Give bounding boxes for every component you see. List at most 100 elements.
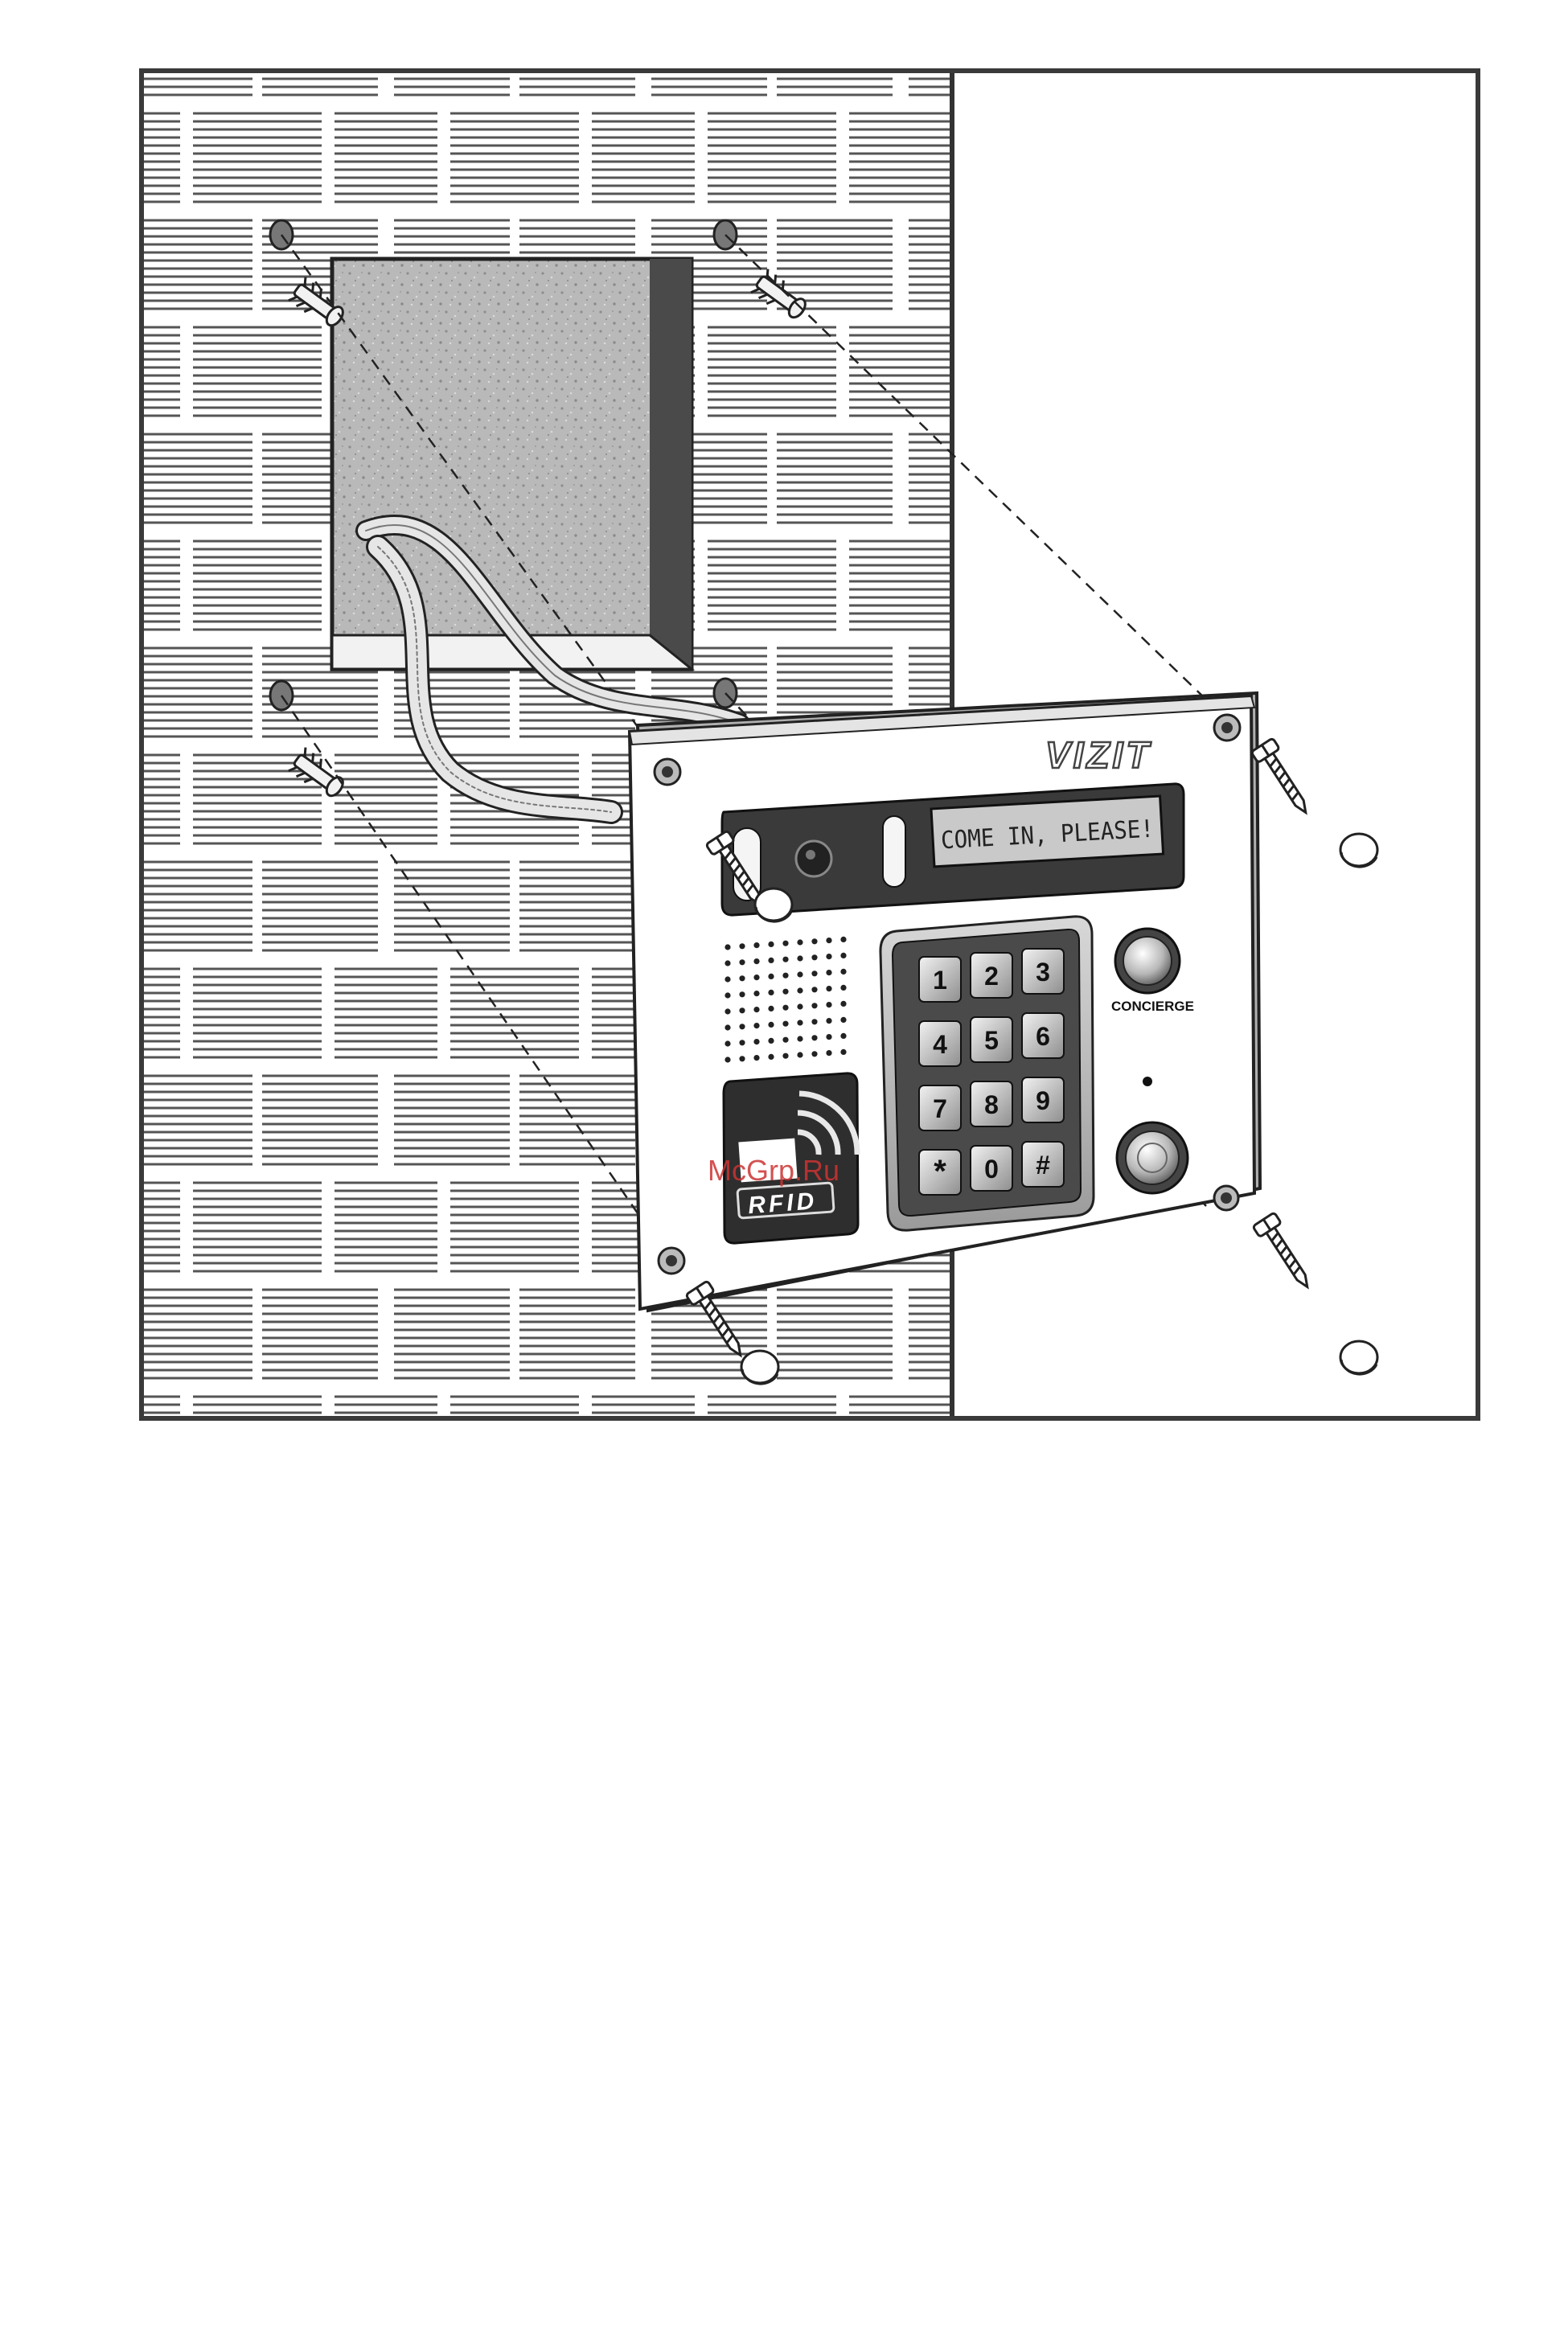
speaker-hole [724,976,730,982]
speaker-hole [782,941,788,946]
speaker-hole [840,985,846,991]
speaker-hole [797,939,802,945]
key-3[interactable]: 3 [1022,949,1064,994]
speaker-hole [768,942,774,947]
speaker-hole [739,1056,745,1061]
speaker-hole [768,990,774,995]
speaker-hole [811,1035,817,1040]
camera-lens-icon [796,841,831,876]
speaker-hole [753,975,759,980]
speaker-hole [826,970,831,975]
brand-logo: VIZIT [1045,734,1151,776]
call-button[interactable] [1117,1122,1188,1193]
watermark: McGrp.Ru [708,1154,839,1187]
speaker-hole [811,970,817,976]
speaker-hole [797,987,802,993]
speaker-hole [797,1003,802,1009]
key-label: 2 [984,962,999,991]
speaker-hole [826,1002,831,1007]
key-label: 1 [933,966,947,995]
speaker-hole [826,986,831,991]
speaker-hole [840,1049,846,1055]
key-1[interactable]: 1 [919,957,961,1002]
speaker-hole [840,1017,846,1023]
speaker-hole [782,1053,788,1059]
speaker-hole [811,1019,817,1024]
speaker-hole [724,1057,730,1062]
speaker-hole [782,957,788,962]
led-window [883,816,905,887]
key-label: 9 [1036,1086,1050,1115]
speaker-hole [753,942,759,948]
speaker-hole [811,954,817,960]
speaker-hole [724,960,730,966]
speaker-hole [797,1052,802,1057]
speaker-hole [739,1007,745,1013]
speaker-hole [768,1054,774,1060]
speaker-hole [768,1006,774,1011]
concierge-button[interactable] [1115,929,1180,993]
key-label: 8 [984,1090,999,1119]
speaker-hole [840,969,846,975]
key-label: 3 [1036,958,1050,987]
speaker-hole [797,971,802,977]
speaker-hole [724,1040,730,1046]
key-6[interactable]: 6 [1022,1013,1064,1058]
key-label: 5 [984,1026,999,1055]
key-label: 7 [933,1094,947,1123]
key-8[interactable]: 8 [971,1081,1012,1126]
key-5[interactable]: 5 [971,1017,1012,1062]
speaker-hole [753,1023,759,1028]
speaker-hole [840,953,846,958]
key-hash[interactable]: # [1022,1142,1064,1187]
speaker-hole [840,937,846,942]
speaker-hole [753,1039,759,1044]
speaker-hole [826,1034,831,1040]
speaker-hole [724,1008,730,1014]
key-9[interactable]: 9 [1022,1077,1064,1122]
speaker-hole [739,975,745,981]
wall-cavity [332,259,692,669]
speaker-hole [782,1021,788,1027]
speaker-hole [826,954,831,959]
key-7[interactable]: 7 [919,1085,961,1130]
indicator-led [1143,1077,1152,1086]
speaker-hole [724,992,730,998]
speaker-hole [811,1051,817,1057]
speaker-hole [753,958,759,964]
speaker-hole [782,973,788,979]
rfid-label: RFID [747,1188,818,1219]
speaker-hole [811,987,817,992]
speaker-hole [768,974,774,979]
key-2[interactable]: 2 [971,953,1012,998]
speaker-hole [782,1005,788,1011]
speaker-hole [768,1022,774,1028]
speaker-hole [739,943,745,949]
speaker-hole [753,1055,759,1061]
speaker-hole [753,991,759,996]
speaker-hole [753,1007,759,1012]
speaker-hole [797,1020,802,1025]
speaker-hole [768,1038,774,1044]
speaker-hole [739,1024,745,1029]
key-label: * [934,1154,946,1189]
key-4[interactable]: 4 [919,1021,961,1066]
speaker-hole [840,1001,846,1007]
speaker-hole [797,955,802,961]
speaker-hole [826,1018,831,1024]
speaker-hole [840,1033,846,1039]
speaker-hole [768,958,774,963]
key-label: 0 [984,1155,999,1184]
key-0[interactable]: 0 [971,1146,1012,1191]
lcd-display: COME IN, PLEASE! [931,796,1164,867]
key-label: 4 [933,1030,947,1059]
key-star[interactable]: * [919,1150,961,1195]
speaker-hole [811,1003,817,1008]
speaker-hole [782,989,788,995]
speaker-hole [826,938,831,943]
speaker-hole [811,938,817,944]
speaker-hole [724,1024,730,1030]
concierge-label: CONCIERGE [1111,999,1194,1014]
key-label: 6 [1036,1022,1050,1051]
